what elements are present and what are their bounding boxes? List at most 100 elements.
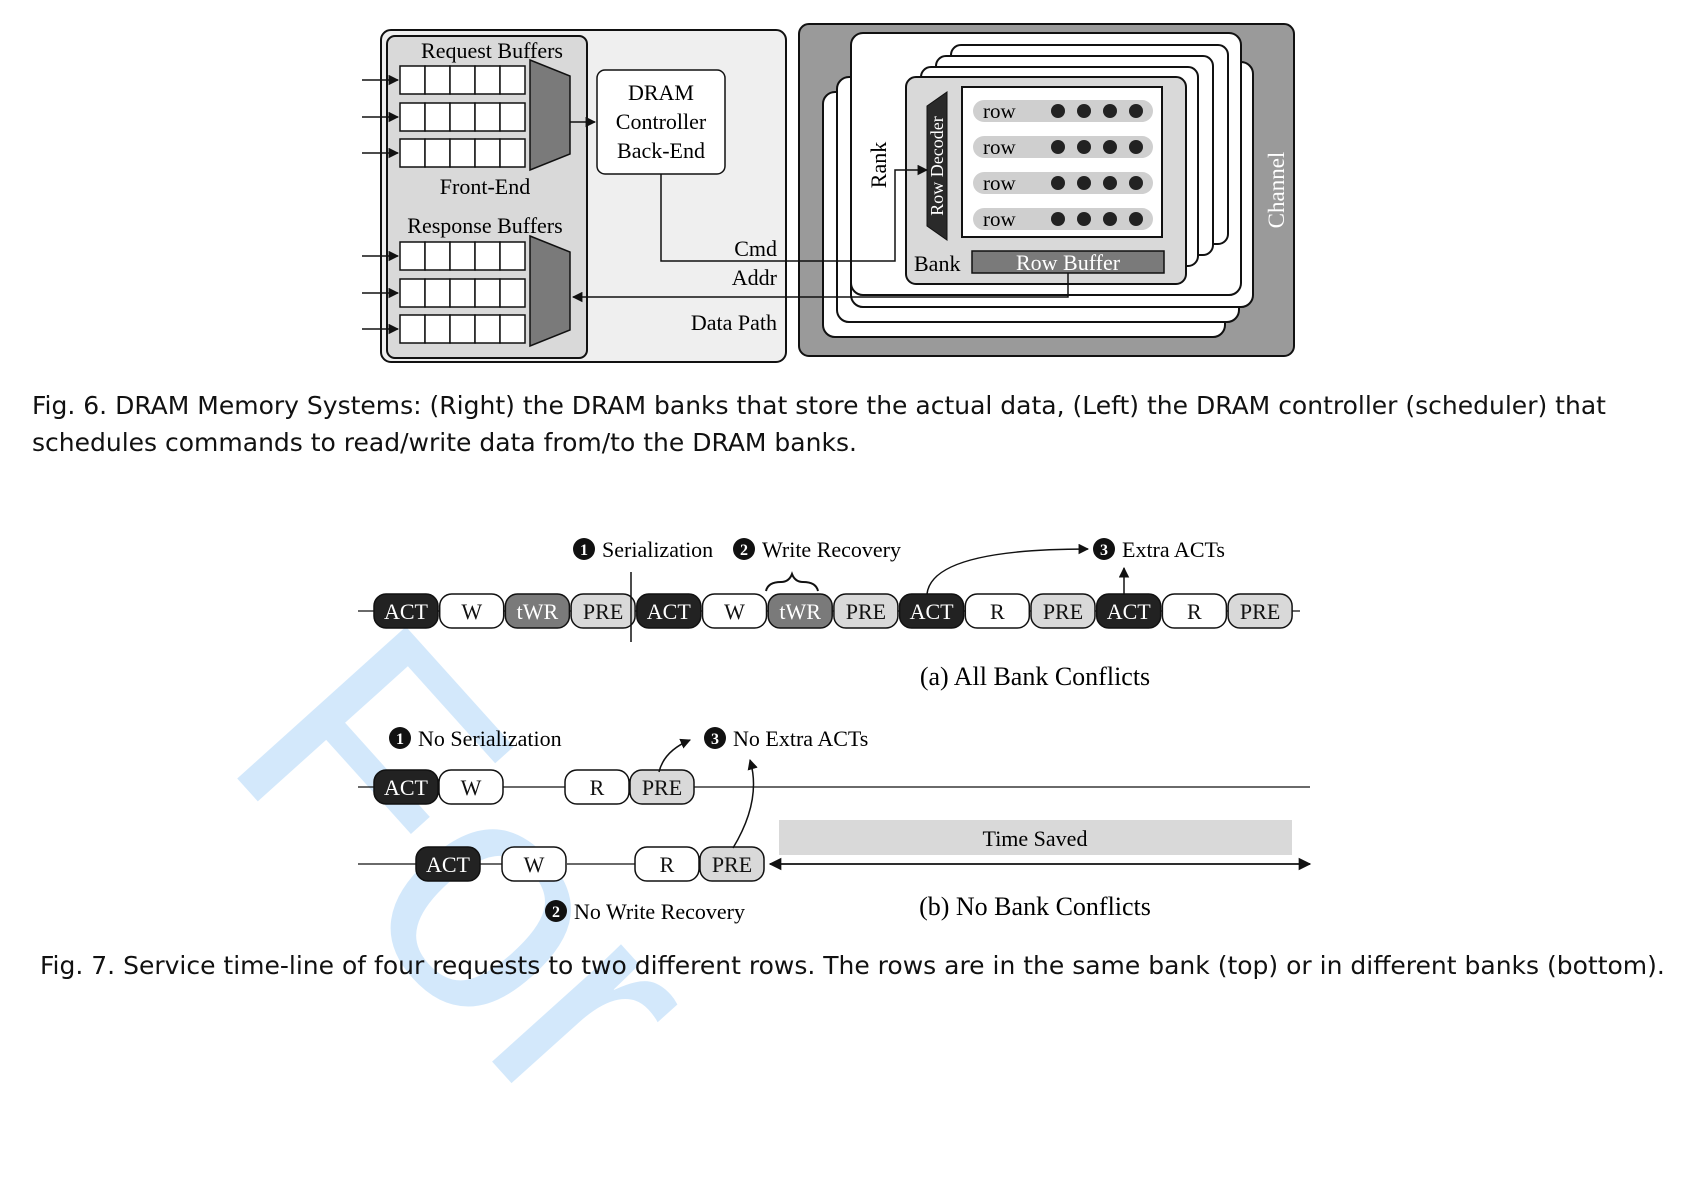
buffer-slot — [474, 65, 501, 95]
cmd-r-box — [1161, 593, 1228, 629]
buffer-slot — [499, 65, 526, 95]
marker-1b-number: 1 — [396, 731, 404, 748]
row-cell — [1129, 212, 1143, 226]
cmd-twr-label: tWR — [779, 599, 821, 624]
row-cell — [1103, 104, 1117, 118]
buffer-slot — [499, 138, 526, 168]
cmd-act-label: ACT — [647, 599, 692, 624]
rank-label: Rank — [866, 142, 891, 188]
fig6-diagram: Request Buffers Front-End Response Buffe… — [362, 23, 1295, 363]
time-saved-label: Time Saved — [983, 826, 1088, 851]
row-label: row — [983, 171, 1016, 195]
buffer-slot — [399, 314, 426, 344]
cmd-pre-box — [570, 593, 636, 629]
row-cell — [1103, 176, 1117, 190]
buffer-slot — [424, 138, 451, 168]
cmd-r-label: R — [660, 852, 675, 877]
row-label: row — [983, 99, 1016, 123]
buffer-queues — [362, 65, 526, 344]
buffer-slot — [474, 314, 501, 344]
cmd-pre-box — [1030, 593, 1096, 629]
cmd-r-label: R — [1187, 599, 1202, 624]
row-cell — [1051, 140, 1065, 154]
cmd-pre-label: PRE — [1240, 599, 1280, 624]
row-buffer-label: Row Buffer — [1016, 250, 1121, 275]
data-path-label: Data Path — [691, 310, 777, 335]
buffer-slot — [399, 138, 426, 168]
cmd-w-label: W — [724, 599, 745, 624]
row-label: row — [983, 207, 1016, 231]
marker-3 — [1093, 538, 1115, 560]
no-serialization-label: No Serialization — [418, 726, 562, 751]
cmd-r-box — [564, 769, 630, 805]
no-extra-acts-arrow-1 — [658, 738, 691, 773]
fig6-caption: Fig. 6. DRAM Memory Systems: (Right) the… — [32, 391, 1606, 457]
cmd-r-label: R — [990, 599, 1005, 624]
row-cell — [1129, 176, 1143, 190]
row-cell — [1103, 140, 1117, 154]
buffer-slot — [449, 241, 476, 271]
addr-label: Addr — [732, 265, 778, 290]
buffer-slot — [399, 102, 426, 132]
fig7-caption: Fig. 7. Service time-line of four reques… — [40, 951, 1665, 980]
cmd-w-label: W — [461, 775, 482, 800]
cmd-pre-label: PRE — [1043, 599, 1083, 624]
marker-3b-number: 3 — [711, 731, 719, 748]
buffer-slot — [449, 278, 476, 308]
backend-label-3: Back-End — [617, 138, 705, 163]
cmd-twr-box — [767, 593, 833, 629]
cmd-w-box — [438, 593, 505, 629]
marker-2b-number: 2 — [552, 904, 560, 921]
cmd-twr-box — [504, 593, 571, 629]
backend-label-2: Controller — [616, 109, 707, 134]
cmd-w-label: W — [524, 852, 545, 877]
figures-canvas: Request Buffers Front-End Response Buffe… — [358, 23, 1312, 924]
front-end-label: Front-End — [440, 174, 530, 199]
marker-2-number: 2 — [740, 542, 748, 559]
buffer-slot — [499, 241, 526, 271]
cmd-pre-box — [699, 846, 765, 882]
extra-acts-label: Extra ACTs — [1122, 537, 1225, 562]
cmd-act-label: ACT — [384, 599, 429, 624]
buffer-slot — [399, 278, 426, 308]
cmd-label: Cmd — [734, 236, 777, 261]
cmd-act-box — [636, 593, 702, 629]
data-path-line — [571, 273, 1069, 303]
cmd-act-label: ACT — [1107, 599, 1152, 624]
row-cell — [1051, 104, 1065, 118]
cmd-w-box — [438, 769, 504, 805]
buffer-slot — [399, 241, 426, 271]
write-recovery-label: Write Recovery — [762, 537, 901, 562]
serialization-label: Serialization — [602, 537, 713, 562]
cmd-twr-label: tWR — [517, 599, 559, 624]
cmd-r-label: R — [590, 775, 605, 800]
marker-2 — [733, 538, 755, 560]
buffer-slot — [449, 138, 476, 168]
marker-1-number: 1 — [580, 542, 588, 559]
cmd-w-box — [701, 593, 768, 629]
buffer-slot — [474, 278, 501, 308]
request-mux — [529, 58, 571, 172]
cmd-act-box — [373, 593, 439, 629]
row-decoder — [926, 91, 948, 241]
row-cell — [1051, 212, 1065, 226]
cmd-pre-box — [1227, 593, 1293, 629]
extra-acts-curve-arrow — [926, 543, 1090, 595]
buffer-slot — [474, 102, 501, 132]
buffer-slot — [499, 314, 526, 344]
buffer-slot — [399, 65, 426, 95]
row-cell — [1129, 104, 1143, 118]
buffer-slot — [424, 65, 451, 95]
buffer-slot — [474, 138, 501, 168]
no-extra-acts-label: No Extra ACTs — [733, 726, 868, 751]
buffer-slot — [424, 241, 451, 271]
buffer-slot — [499, 278, 526, 308]
buffer-slot — [449, 102, 476, 132]
buffer-slot — [449, 65, 476, 95]
marker-3b — [704, 727, 726, 749]
row-decoder-label: Row Decoder — [927, 116, 947, 215]
